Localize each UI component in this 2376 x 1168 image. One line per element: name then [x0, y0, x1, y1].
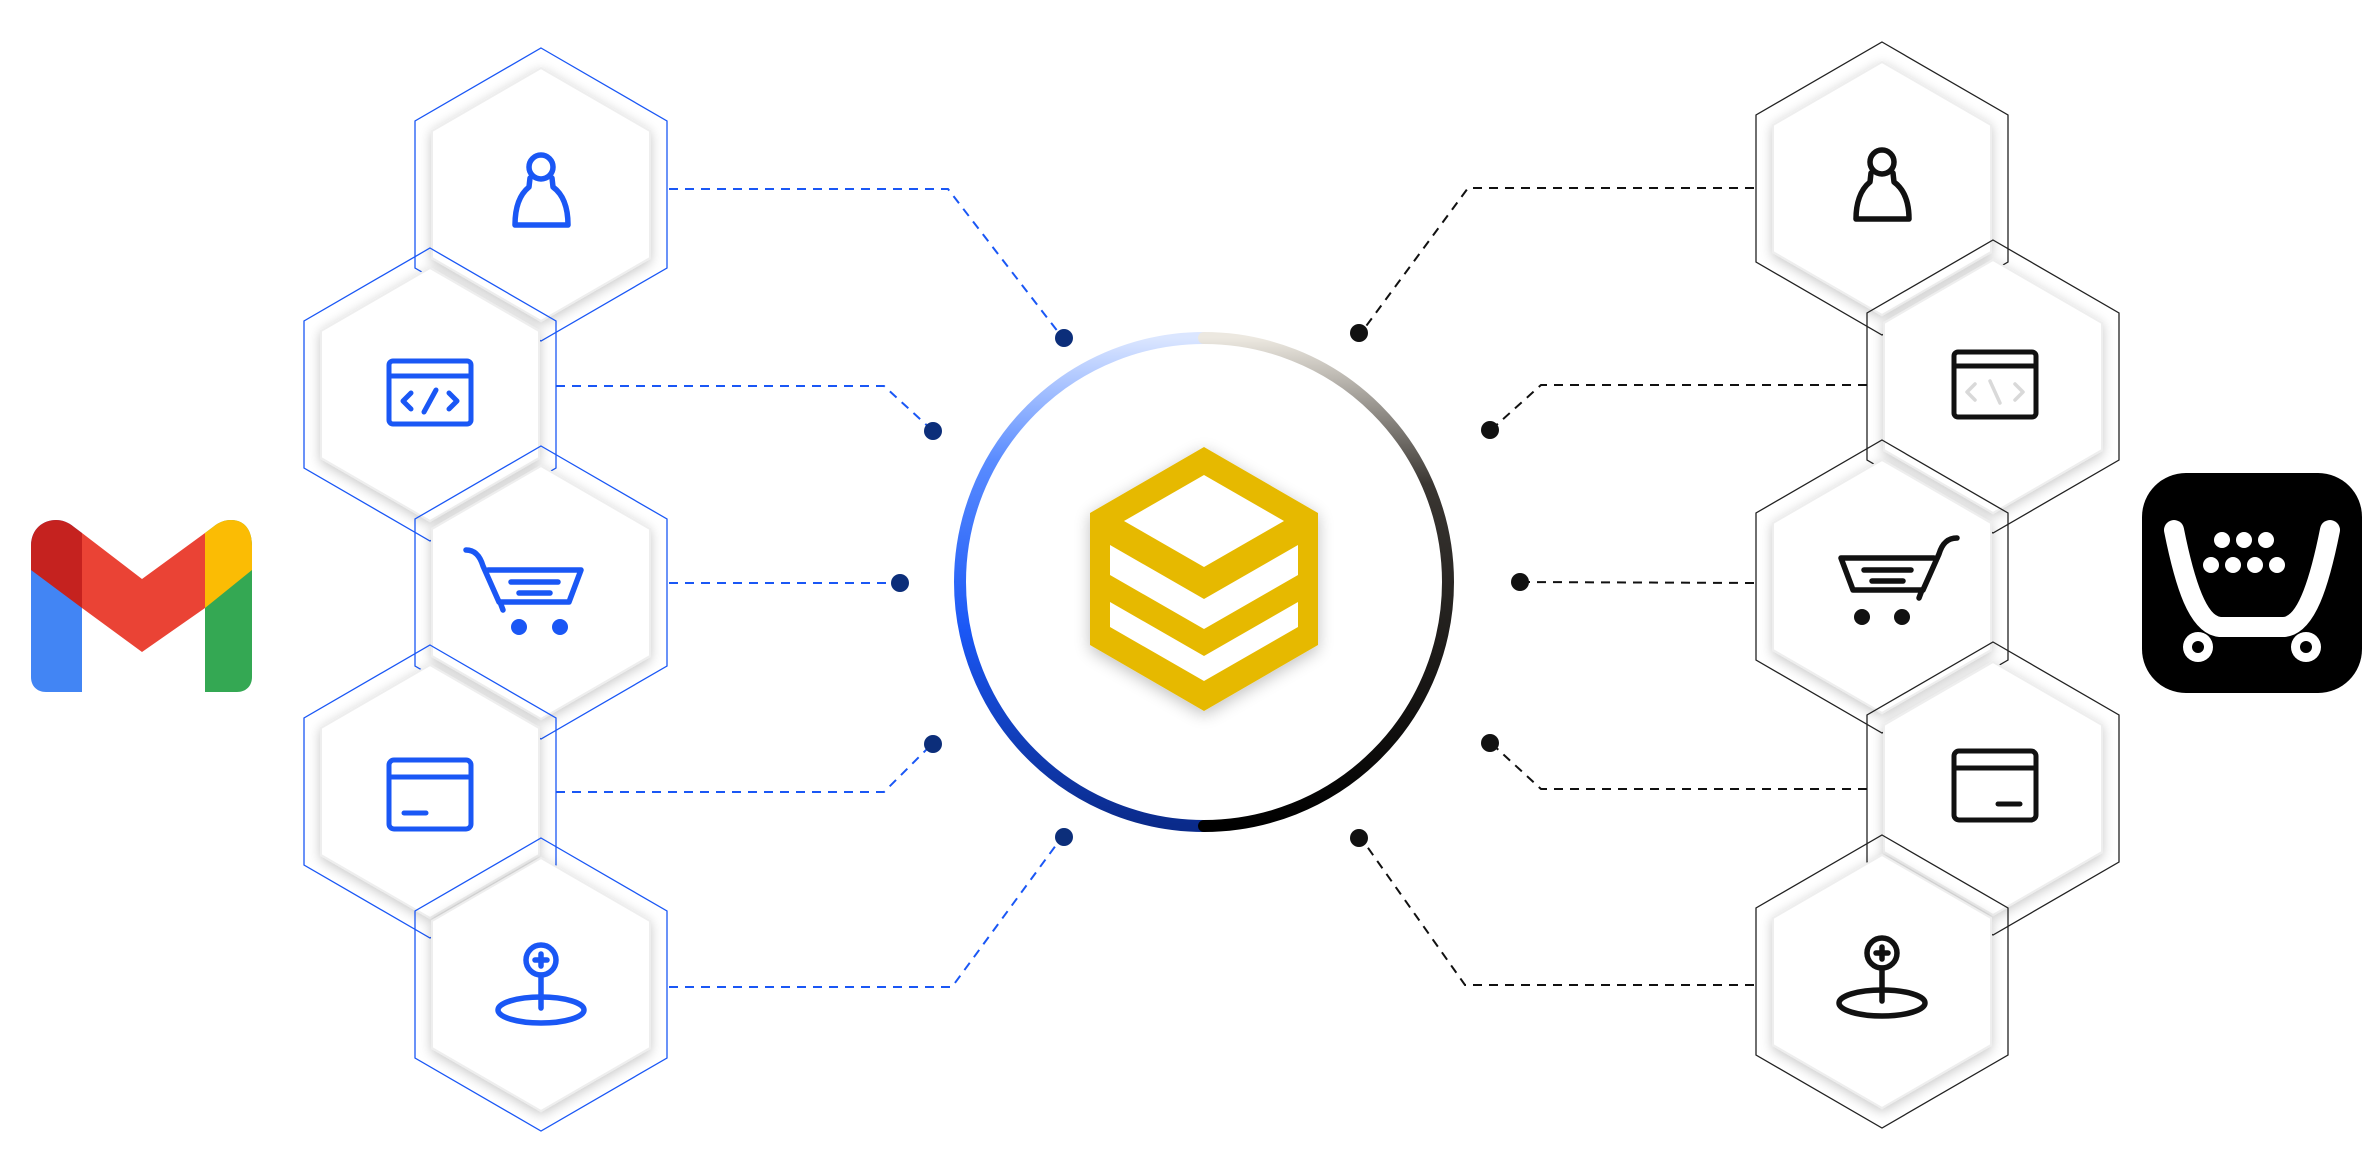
location-pin-icon [495, 942, 587, 1026]
hub-ring-left [954, 332, 1210, 832]
left-hex-column [303, 47, 668, 1132]
hub-ring-right [1198, 332, 1454, 832]
central-hub [954, 332, 1454, 832]
right-connectors [1360, 187, 1867, 986]
left-hex-card [303, 644, 557, 939]
code-window-icon [1951, 349, 2039, 420]
code-window-icon [386, 358, 474, 427]
code-symbol [1965, 379, 2025, 405]
user-icon [1853, 147, 1912, 222]
cart-wheel-right [1894, 609, 1910, 625]
left-hex-user [414, 47, 668, 342]
left-connector-5 [669, 836, 1063, 988]
right-connector-4 [1491, 743, 1867, 790]
left-connector-dots [891, 329, 1073, 846]
left-hex-code [303, 247, 557, 542]
cart-wheel-left [511, 619, 527, 635]
right-hex-cart [1755, 439, 2009, 734]
right-connector-1 [1360, 187, 1754, 334]
left-connector-1 [669, 188, 1063, 338]
ecwid-logo [2142, 473, 2362, 693]
right-connector-2 [1491, 384, 1867, 430]
right-hex-user [1755, 41, 2009, 336]
right-connector-3 [1520, 581, 1755, 584]
right-connector-dots [1350, 324, 1529, 847]
left-connector-4 [556, 743, 933, 793]
right-connector-5 [1360, 837, 1754, 986]
payment-card-icon [386, 757, 474, 832]
cart-wheel-left [1854, 609, 1870, 625]
right-hex-card [1866, 641, 2120, 936]
user-icon [512, 152, 571, 228]
payment-card-icon [1951, 748, 2039, 823]
left-connector-2 [556, 385, 933, 431]
left-connectors [556, 188, 1063, 988]
cart-wheel-right [552, 619, 568, 635]
location-pin-icon [1836, 935, 1928, 1019]
shopping-cart-icon [1838, 535, 1960, 601]
gmail-logo [31, 520, 252, 692]
right-hex-column [1755, 41, 2120, 1129]
shopping-cart-icon [463, 547, 584, 613]
stacked-layers-logo [1090, 447, 1318, 711]
